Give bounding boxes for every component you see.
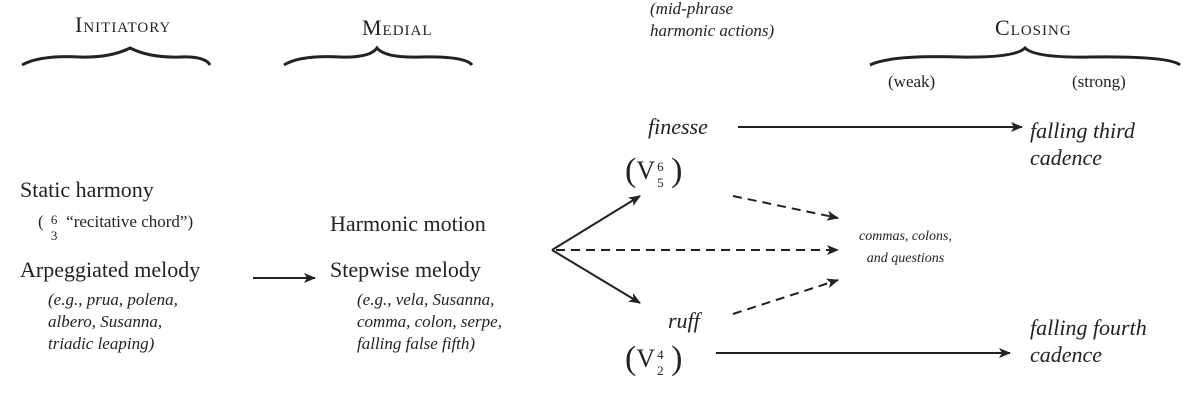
- header-medial: Medial: [362, 15, 433, 40]
- medial-examples: (e.g., vela, Susanna, comma, colon, serp…: [357, 289, 502, 355]
- chord-label: “recitative chord”): [66, 212, 194, 231]
- arrow-to-ruff: [551, 249, 641, 304]
- figure-top: 6: [50, 212, 58, 227]
- commas-line: commas, colons,: [859, 229, 952, 244]
- harmonic-motion: Harmonic motion: [330, 211, 486, 236]
- finesse-label: finesse: [648, 114, 708, 139]
- chord-numeral: V: [636, 344, 656, 373]
- mid-phrase-line: (mid-phrase: [650, 0, 734, 18]
- header-mid-phrase: (mid-phrase harmonic actions): [650, 0, 774, 42]
- commas-colons-questions: commas, colons, and questions: [848, 226, 963, 270]
- header-initiatory: Initiatory: [75, 12, 172, 37]
- cadence-line: cadence: [1030, 145, 1103, 170]
- figure-bottom: 3: [50, 228, 58, 243]
- cadence-line: falling third: [1030, 118, 1135, 143]
- example-line: albero, Susanna,: [48, 312, 163, 331]
- brace-initiatory: [21, 46, 212, 67]
- figure-bottom: 5: [657, 175, 664, 190]
- example-line: (e.g., prua, polena,: [48, 290, 178, 309]
- falling-fourth-cadence: falling fourth cadence: [1030, 314, 1147, 368]
- example-line: comma, colon, serpe,: [357, 312, 502, 331]
- label-strong: (strong): [1072, 72, 1126, 91]
- commas-line: and questions: [866, 251, 945, 266]
- arpeggiated-melody: Arpeggiated melody: [20, 257, 201, 282]
- brace-closing: [869, 45, 1182, 67]
- ruff-chord: (V 4 2 ): [625, 340, 683, 378]
- figure-top: 4: [657, 347, 664, 362]
- stepwise-melody: Stepwise melody: [330, 257, 481, 282]
- recitative-chord: ( 6 3 “recitative chord”): [38, 212, 194, 243]
- header-closing: Closing: [995, 15, 1072, 40]
- cadence-line: cadence: [1030, 342, 1103, 367]
- example-line: triadic leaping): [48, 334, 155, 353]
- ruff-label: ruff: [668, 308, 700, 333]
- finesse-chord: (V 6 5 ): [625, 152, 683, 190]
- dashed-arrow-finesse-to-commas: [732, 195, 839, 221]
- example-line: falling false fifth): [357, 334, 476, 353]
- label-weak: (weak): [888, 72, 936, 91]
- example-line: (e.g., vela, Susanna,: [357, 290, 495, 309]
- initiatory-examples: (e.g., prua, polena, albero, Susanna, tr…: [48, 289, 178, 355]
- mid-phrase-line: harmonic actions): [650, 21, 775, 40]
- falling-third-cadence: falling third cadence: [1030, 117, 1135, 171]
- chord-numeral: V: [636, 156, 656, 185]
- figure-top: 6: [657, 159, 664, 174]
- brace-medial: [283, 45, 474, 67]
- figure-bottom: 2: [657, 363, 664, 378]
- arrow-to-finesse: [551, 195, 641, 251]
- dashed-arrow-ruff-to-commas: [732, 278, 839, 315]
- paren: (: [38, 212, 44, 231]
- static-harmony: Static harmony: [20, 177, 154, 202]
- cadence-line: falling fourth: [1030, 315, 1147, 340]
